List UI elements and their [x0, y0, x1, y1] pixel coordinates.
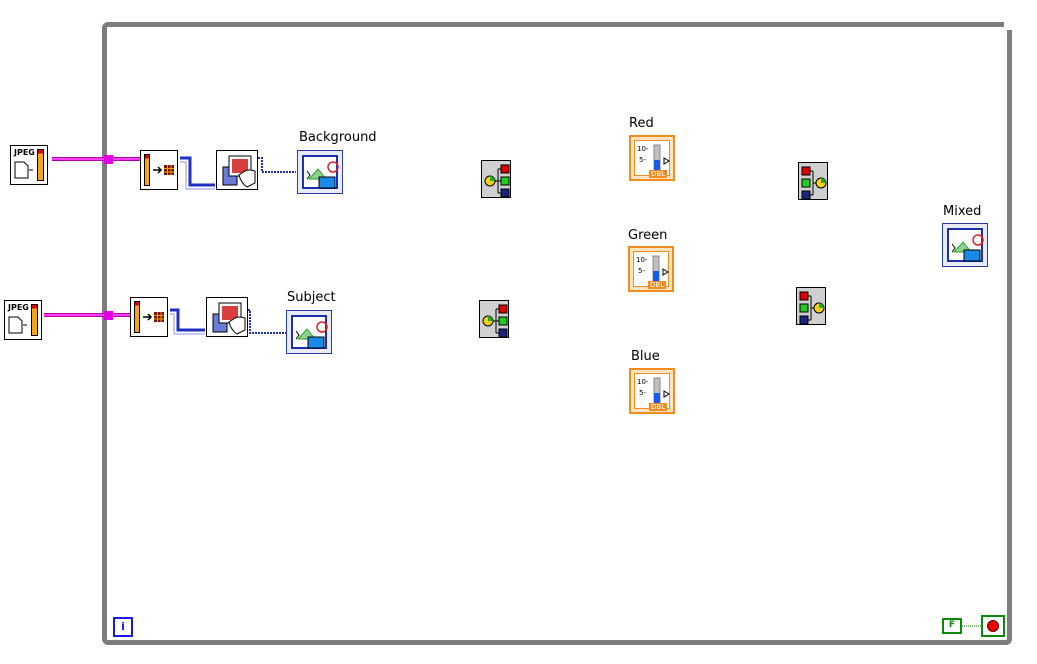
background-indicator[interactable]	[297, 150, 343, 194]
tunnel-top[interactable]	[104, 155, 113, 164]
image-wire-top[interactable]	[180, 156, 215, 187]
svg-text:5-: 5-	[639, 389, 646, 397]
merge-color-node-bottom[interactable]	[796, 287, 826, 325]
jpeg-label: JPEG	[14, 148, 35, 157]
subject-indicator[interactable]	[286, 310, 332, 354]
subject-label: Subject	[287, 290, 336, 305]
color-split-icon	[482, 304, 508, 337]
svg-text:10-: 10-	[637, 378, 649, 386]
svg-text:5-: 5-	[639, 156, 646, 164]
loop-iteration-terminal[interactable]: i	[113, 617, 133, 637]
split-color-node-bottom[interactable]	[479, 300, 509, 338]
stop-terminal[interactable]	[981, 615, 1005, 637]
svg-text:10-: 10-	[636, 256, 648, 264]
false-constant[interactable]: F	[942, 618, 962, 634]
svg-text:10-: 10-	[637, 145, 649, 153]
blue-slider-control[interactable]: 10- 5- DBL	[629, 368, 675, 414]
hand-image-icon	[212, 302, 246, 335]
file-icon	[14, 161, 33, 179]
color-merge-icon	[801, 166, 827, 199]
svg-text:5-: 5-	[638, 267, 645, 275]
jpeg-read-node-bottom[interactable]: JPEG	[4, 300, 42, 340]
convert-to-image-node-top[interactable]	[140, 150, 178, 190]
green-slider-control[interactable]: 10- 5- DBL	[628, 246, 674, 292]
blue-label: Blue	[631, 349, 660, 364]
image-wire-bottom[interactable]	[170, 308, 205, 332]
data-bar-icon	[37, 149, 44, 181]
image-wire-subject[interactable]	[248, 309, 286, 334]
image-display-icon	[295, 321, 328, 349]
color-merge-icon	[799, 291, 825, 324]
background-label: Background	[299, 130, 377, 145]
dbl-type-label: DBL	[649, 403, 668, 411]
hand-image-icon	[222, 155, 256, 188]
picture-wire-top[interactable]	[52, 157, 140, 161]
file-icon	[8, 316, 27, 334]
tunnel-bottom[interactable]	[104, 311, 113, 320]
color-split-icon	[484, 164, 510, 197]
jpeg-read-node-top[interactable]: JPEG	[10, 145, 48, 185]
mixed-indicator[interactable]	[942, 223, 988, 267]
image-display-icon	[306, 161, 339, 189]
data-bar-icon	[134, 301, 140, 333]
image-display-icon	[951, 234, 984, 262]
image-select-node-top[interactable]	[216, 150, 258, 190]
picture-wire-bottom[interactable]	[44, 313, 130, 317]
arrow-to-grid-icon	[143, 312, 164, 322]
convert-to-image-node-bottom[interactable]	[130, 297, 168, 337]
image-wire-background[interactable]	[258, 157, 296, 173]
while-loop[interactable]	[102, 22, 1012, 645]
image-select-node-bottom[interactable]	[206, 297, 248, 337]
split-color-node-top[interactable]	[481, 160, 511, 198]
dbl-type-label: DBL	[648, 281, 667, 289]
jpeg-label: JPEG	[8, 303, 29, 312]
green-label: Green	[628, 228, 668, 243]
red-label: Red	[629, 116, 654, 131]
data-bar-icon	[31, 304, 38, 336]
merge-color-node-top[interactable]	[798, 162, 828, 200]
dbl-type-label: DBL	[649, 170, 668, 178]
data-bar-icon	[144, 154, 150, 186]
mixed-label: Mixed	[943, 204, 982, 219]
arrow-to-grid-icon	[153, 165, 174, 175]
red-slider-control[interactable]: 10- 5- DBL	[629, 135, 675, 181]
